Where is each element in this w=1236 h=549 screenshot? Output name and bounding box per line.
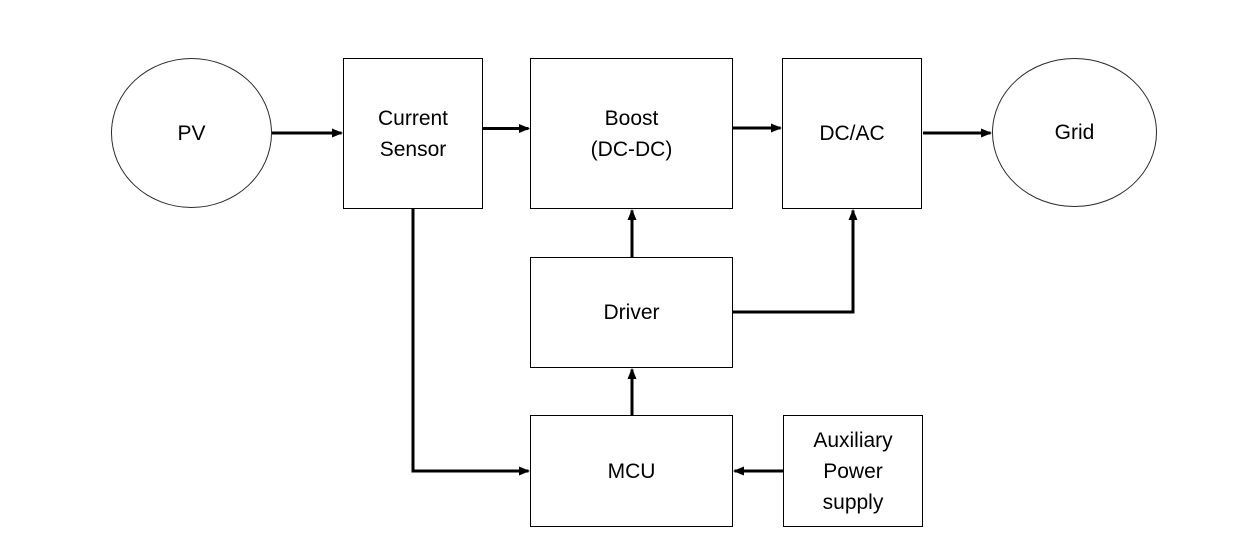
node-pv: PV [111, 58, 272, 208]
node-auxiliary-power-supply: Auxiliary Power supply [783, 415, 923, 527]
node-current-sensor: Current Sensor [343, 58, 483, 209]
node-driver: Driver [530, 257, 733, 368]
node-boost-dc-dc: Boost (DC-DC) [530, 58, 733, 209]
node-mcu: MCU [530, 415, 733, 527]
node-grid: Grid [992, 58, 1157, 207]
connector-driver-to-dc-ac [733, 209, 858, 314]
node-dc-ac: DC/AC [782, 58, 922, 209]
connector-current-sensor-to-mcu [411, 209, 530, 476]
